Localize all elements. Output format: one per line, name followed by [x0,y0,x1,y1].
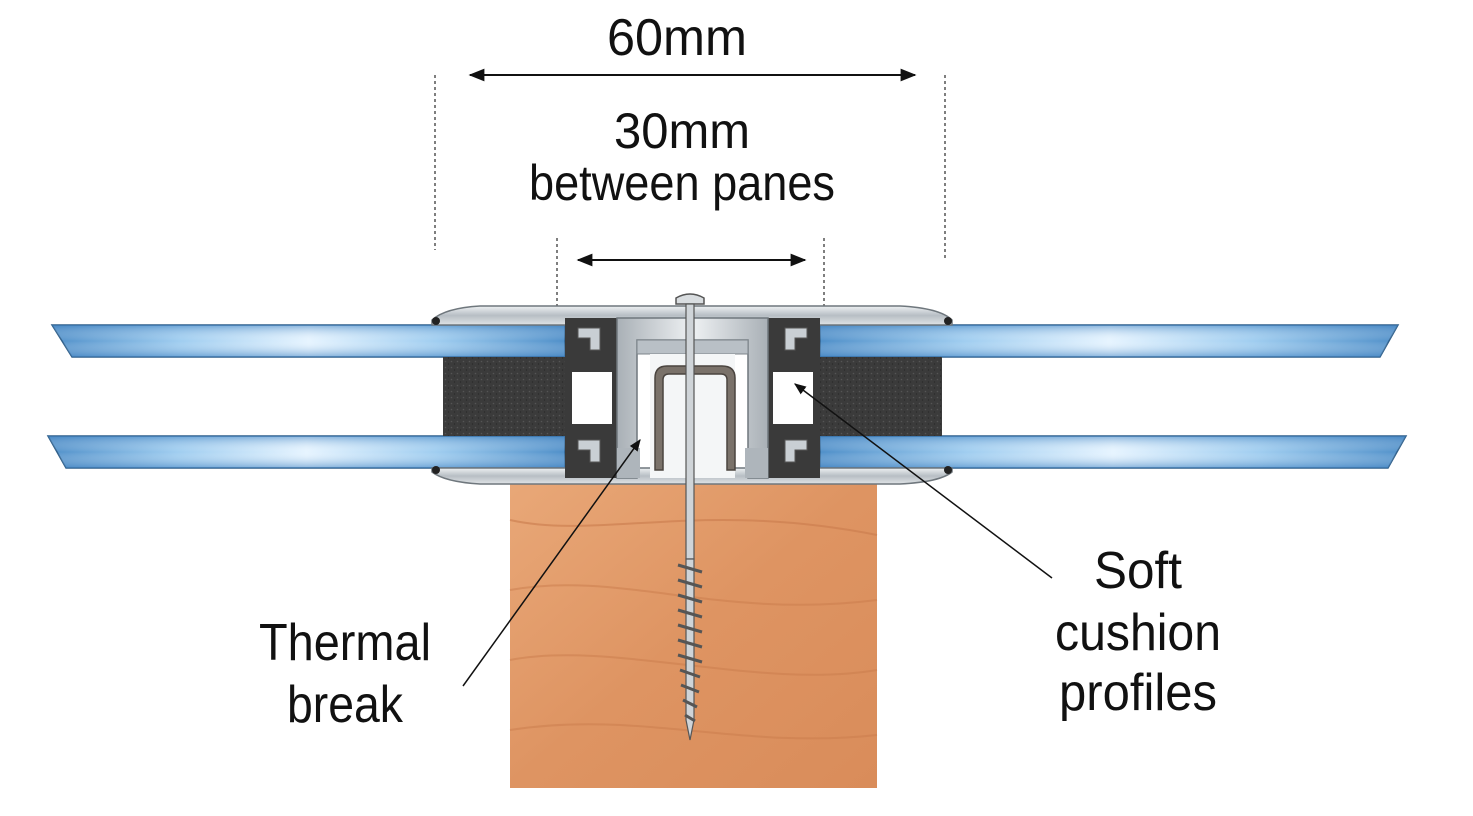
thermal-break-label-line1: Thermal [259,614,431,672]
thermal-break-profile [654,365,736,471]
fixing-screw [675,293,705,741]
outer-dimension-label: 60mm [607,9,747,67]
inner-dimension-description: between panes [529,155,835,211]
left-upper-pane [50,324,566,358]
soft-cushion-label-line3: profiles [1059,664,1217,722]
left-foam-spacer [443,357,565,436]
thermal-break-label-line2: break [287,676,404,734]
callout-leaders [462,383,1053,687]
soft-cushion-leader [794,383,1053,579]
right-foam-spacer [820,357,942,436]
thermal-break-leader [462,439,641,687]
dimension-guides [434,68,946,318]
soft-cushion-label-line2: cushion [1055,604,1221,662]
inner-dimension-label: 30mm [614,103,750,159]
soft-cushion-label-line1: Soft [1094,542,1183,600]
left-lower-pane [46,435,566,469]
right-upper-pane [819,324,1400,358]
right-lower-pane [819,435,1408,469]
